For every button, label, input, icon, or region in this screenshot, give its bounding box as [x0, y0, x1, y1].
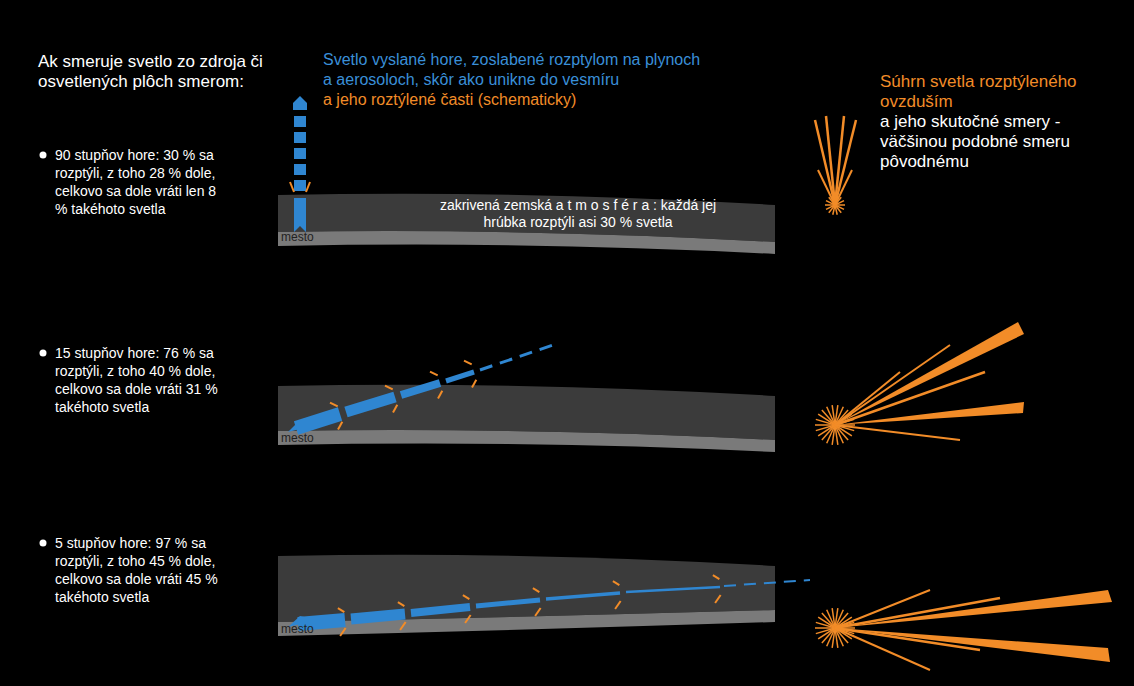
- fan-caption: Súhrn svetla rozptýleného ovzduším: [880, 72, 1085, 112]
- city-label: mesto: [281, 431, 341, 445]
- light-beam: [293, 96, 307, 191]
- band-label: zakrivená zemská a t m o s f é r a : kaž…: [428, 197, 728, 231]
- scatter-caption: a jeho roztýlené časti (schematicky): [323, 90, 713, 110]
- bullet-dots: [40, 152, 47, 547]
- fan-note: a jeho skutočné smery -väčšinou podobné …: [880, 112, 1105, 172]
- city-label: mesto: [281, 230, 341, 244]
- scatter-ticks: [330, 361, 721, 636]
- case-text: 15 stupňov hore: 76 % sa rozptýli, z toh…: [55, 344, 223, 416]
- light-beam: [288, 580, 810, 627]
- city-label: mesto: [281, 622, 341, 636]
- case-text: 5 stupňov hore: 97 % sa rozptýli, z toho…: [55, 534, 223, 606]
- light-beam: [288, 344, 556, 432]
- intro-text: Ak smeruje svetlo zo zdroja či osvetlený…: [38, 52, 273, 92]
- scatter-fan: [815, 116, 1112, 670]
- atmosphere-band: zakrivená zemská a t m o s f é r a : kaž…: [278, 188, 778, 258]
- case-text: 90 stupňov hore: 30 % sa rozptýli, z toh…: [55, 146, 223, 218]
- beam-caption: Svetlo vyslané hore, zoslabené rozptylom…: [323, 50, 713, 90]
- atmosphere-band: [278, 385, 775, 452]
- atmosphere-band: [278, 555, 775, 636]
